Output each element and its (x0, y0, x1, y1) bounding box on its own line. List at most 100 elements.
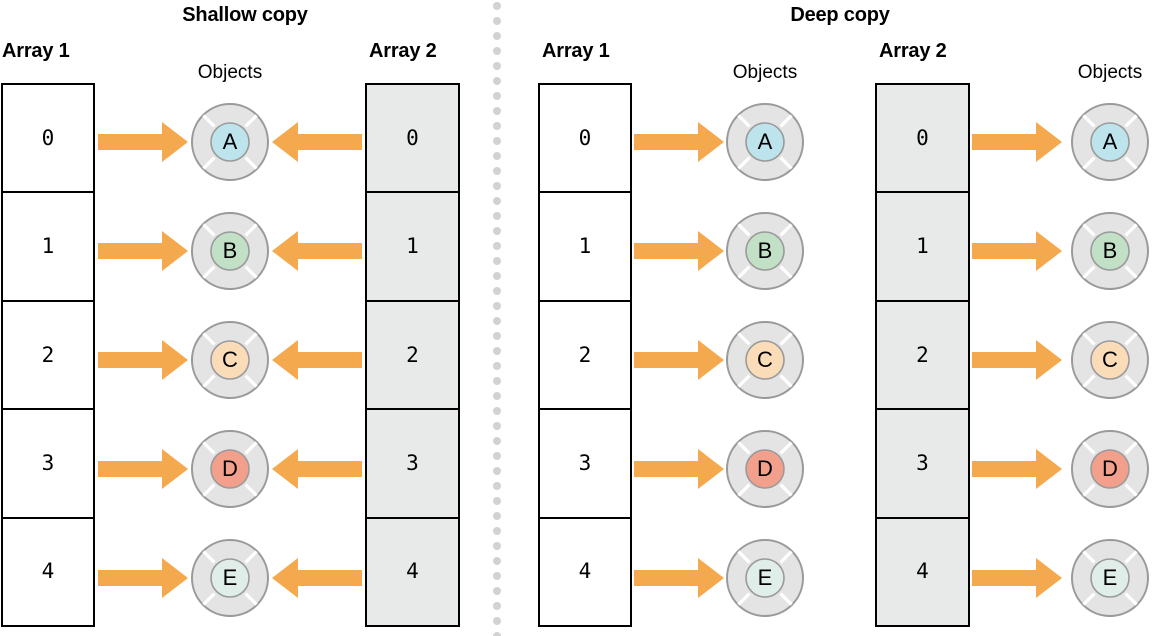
divider-dot (493, 557, 501, 565)
divider-dot (493, 167, 501, 175)
divider-dot (493, 2, 501, 10)
arrow-array1-to-objects-1 (98, 229, 188, 273)
arrow-deep-array2-to-objects-4 (972, 556, 1062, 600)
array-cell[interactable]: 3 (877, 410, 968, 519)
divider-dot (493, 617, 501, 625)
array-cell[interactable]: 2 (877, 302, 968, 411)
divider-dot (493, 302, 501, 310)
column-label-shallow-array-2: Array 2 (369, 40, 437, 62)
arrow-deep-array1-to-objects-2 (634, 338, 724, 382)
shallow-array-1-table[interactable]: 0 1 2 3 4 (1, 83, 95, 627)
arrow-array2-to-objects-4 (272, 556, 362, 600)
arrow-array1-to-objects-4 (98, 556, 188, 600)
object-wheel-deep-a1-d[interactable]: D (725, 429, 805, 509)
divider-dot (493, 137, 501, 145)
divider-dot (493, 422, 501, 430)
deep-array-1-table[interactable]: 0 1 2 3 4 (538, 83, 632, 627)
array-cell[interactable]: 1 (877, 193, 968, 302)
object-wheel-deep-a1-e[interactable]: E (725, 538, 805, 618)
array-cell[interactable]: 4 (916, 559, 929, 584)
divider-dot (493, 482, 501, 490)
arrow-deep-array2-to-objects-1 (972, 229, 1062, 273)
array-cell[interactable]: 1 (367, 193, 458, 302)
array-cell[interactable]: 3 (367, 410, 458, 519)
object-wheel-deep-a2-b[interactable]: B (1070, 211, 1150, 291)
divider-dot (493, 107, 501, 115)
divider-dot (493, 47, 501, 55)
arrow-deep-array2-to-objects-2 (972, 338, 1062, 382)
divider-dot (493, 512, 501, 520)
array-cell[interactable]: 4 (578, 559, 592, 584)
divider-dot (493, 62, 501, 70)
arrow-deep-array1-to-objects-3 (634, 447, 724, 491)
divider-dot (493, 272, 501, 280)
array-cell[interactable]: 1 (3, 193, 93, 302)
column-label-shallow-objects: Objects (197, 62, 263, 83)
arrow-array2-to-objects-3 (272, 447, 362, 491)
object-wheel-deep-a2-a[interactable]: A (1070, 102, 1150, 182)
divider-dot (493, 212, 501, 220)
array-cell[interactable]: 2 (3, 302, 93, 411)
object-wheel-deep-a1-a[interactable]: A (725, 102, 805, 182)
object-wheel-shallow-c[interactable]: C (190, 320, 270, 400)
divider-dot (493, 437, 501, 445)
panel-title-deep-copy: Deep copy (790, 4, 890, 26)
object-wheel-shallow-a[interactable]: A (190, 102, 270, 182)
column-label-deep-objects-2: Objects (1077, 62, 1143, 83)
array-cell[interactable]: 4 (406, 559, 419, 584)
divider-dot (493, 407, 501, 415)
divider-dot (493, 227, 501, 235)
divider-dot (493, 377, 501, 385)
arrow-deep-array1-to-objects-1 (634, 229, 724, 273)
divider-dot (493, 17, 501, 25)
object-wheel-deep-a2-c[interactable]: C (1070, 320, 1150, 400)
divider-dot (493, 452, 501, 460)
deep-array-2-table[interactable]: 0 1 2 3 4 (875, 83, 970, 627)
array-cell[interactable]: 3 (540, 410, 630, 519)
divider-dot (493, 572, 501, 580)
divider-dot (493, 362, 501, 370)
panel-title-shallow-copy: Shallow copy (182, 4, 308, 26)
column-label-shallow-array-1: Array 1 (2, 40, 70, 62)
arrow-array1-to-objects-3 (98, 447, 188, 491)
divider-dot (493, 197, 501, 205)
array-cell[interactable]: 2 (367, 302, 458, 411)
array-cell[interactable]: 0 (540, 85, 630, 194)
object-wheel-shallow-e[interactable]: E (190, 538, 270, 618)
panel-divider (493, 0, 501, 636)
divider-dot (493, 632, 501, 636)
divider-dot (493, 332, 501, 340)
object-wheel-shallow-d[interactable]: D (190, 429, 270, 509)
divider-dot (493, 317, 501, 325)
shallow-array-2-table[interactable]: 0 1 2 3 4 (365, 83, 460, 627)
arrow-array2-to-objects-2 (272, 338, 362, 382)
array-cell[interactable]: 2 (540, 302, 630, 411)
array-cell[interactable]: 0 (367, 85, 458, 194)
array-cell[interactable]: 0 (877, 85, 968, 194)
array-cell[interactable]: 4 (41, 559, 55, 584)
object-wheel-deep-a2-e[interactable]: E (1070, 538, 1150, 618)
object-wheel-deep-a1-c[interactable]: C (725, 320, 805, 400)
object-wheel-deep-a2-d[interactable]: D (1070, 429, 1150, 509)
arrow-array1-to-objects-0 (98, 120, 188, 164)
divider-dot (493, 92, 501, 100)
object-wheel-deep-a1-b[interactable]: B (725, 211, 805, 291)
column-label-deep-objects-1: Objects (732, 62, 798, 83)
arrow-deep-array1-to-objects-0 (634, 120, 724, 164)
divider-dot (493, 497, 501, 505)
arrow-deep-array1-to-objects-4 (634, 556, 724, 600)
divider-dot (493, 602, 501, 610)
divider-dot (493, 542, 501, 550)
arrow-array1-to-objects-2 (98, 338, 188, 382)
object-wheel-shallow-b[interactable]: B (190, 211, 270, 291)
divider-dot (493, 527, 501, 535)
arrow-deep-array2-to-objects-3 (972, 447, 1062, 491)
divider-dot (493, 242, 501, 250)
divider-dot (493, 287, 501, 295)
divider-dot (493, 182, 501, 190)
array-cell[interactable]: 3 (3, 410, 93, 519)
array-cell[interactable]: 1 (540, 193, 630, 302)
array-cell[interactable]: 0 (3, 85, 93, 194)
divider-dot (493, 467, 501, 475)
